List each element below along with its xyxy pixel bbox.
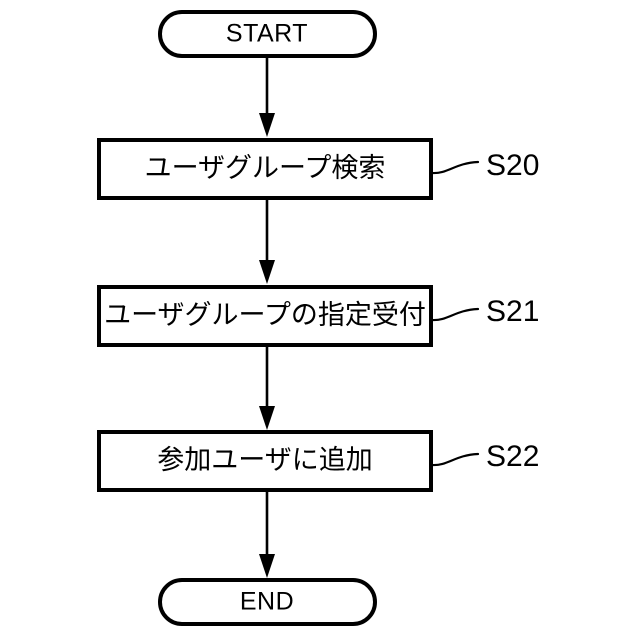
- s20-process-shape: [97, 138, 433, 200]
- s21-label: ユーザグループの指定受付: [104, 300, 426, 330]
- s22-leader-line: [430, 452, 480, 467]
- end-label: END: [240, 588, 294, 616]
- arrow-head-4: [259, 554, 275, 578]
- node-s21[interactable]: ユーザグループの指定受付: [97, 285, 433, 347]
- arrow-head-1: [259, 113, 275, 137]
- s22-label: 参加ユーザに追加: [157, 445, 372, 475]
- leader-s20: [430, 160, 480, 175]
- start-label: START: [226, 20, 308, 48]
- leader-s21: [430, 307, 480, 322]
- leader-s22: [430, 452, 480, 467]
- connector-s21-to-s22: [259, 345, 275, 430]
- step-label-s21: S21: [486, 295, 539, 328]
- arrow-head-2: [259, 260, 275, 284]
- node-s20[interactable]: ユーザグループ検索: [97, 138, 433, 200]
- arrow-head-3: [259, 406, 275, 430]
- connector-start-to-s20: [259, 56, 275, 137]
- s20-leader-line: [430, 160, 480, 175]
- step-label-s22: S22: [486, 440, 539, 473]
- end-terminator-shape: [158, 578, 377, 626]
- s21-leader-line: [430, 307, 480, 322]
- node-start[interactable]: START: [158, 10, 377, 58]
- s22-process-shape: [97, 430, 433, 492]
- s21-process-shape: [97, 285, 433, 347]
- node-s22[interactable]: 参加ユーザに追加: [97, 430, 433, 492]
- step-label-s20: S20: [486, 149, 539, 182]
- s20-label: ユーザグループ検索: [145, 153, 386, 183]
- node-end[interactable]: END: [158, 578, 377, 626]
- connector-s22-to-end: [259, 490, 275, 578]
- connector-s20-to-s21: [259, 198, 275, 284]
